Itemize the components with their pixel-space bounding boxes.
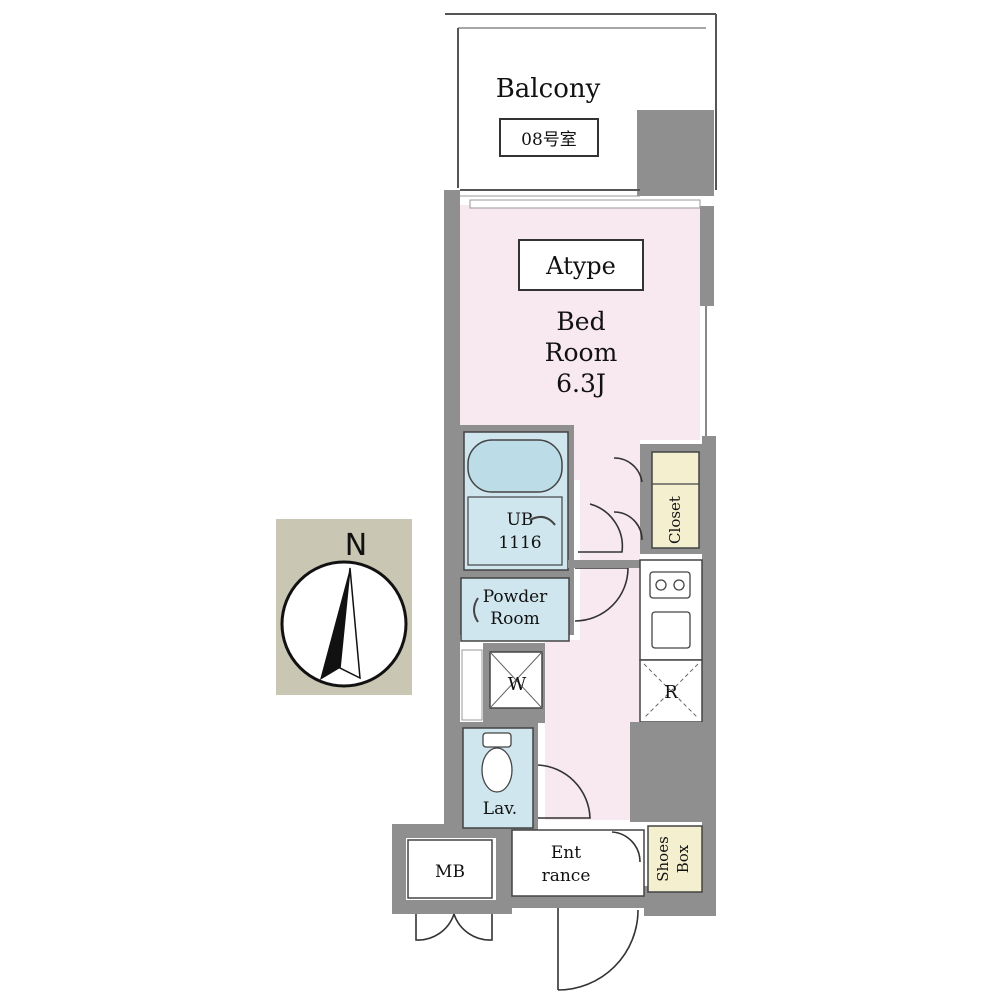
refrigerator-label: R [664,682,678,703]
entrance-label-2: rance [542,866,591,886]
meter-door-swing-2 [453,913,493,941]
bathtub-icon [467,439,563,493]
sink-icon [473,597,479,623]
entrance [511,829,645,897]
washer-cross-icon [489,651,543,709]
window-sash [469,199,701,209]
kitchen-wall-block [630,722,704,822]
entrance-label: Ent [551,843,581,863]
toilet-bowl-icon [481,747,513,793]
shower-area [467,496,563,566]
bath-size-label: 1116 [498,533,541,553]
closet [651,451,700,549]
compass-north-label: N [345,528,367,563]
partition-wall [568,560,640,568]
hall-floor-upper [570,440,640,480]
kitchen-sink-icon [651,611,691,649]
bedroom-size-label: 6.3J [556,369,606,398]
shoes-box-label: Shoes [654,836,672,882]
type-box [518,239,644,291]
powder-room-label-2: Room [490,609,539,629]
balcony-label: Balcony [496,74,601,104]
stove-icon [649,571,691,599]
powder-room [460,577,570,642]
balcony-wall-block [637,110,714,196]
room-number-label: 08号室 [521,130,577,150]
powder-room-label: Powder [483,587,548,607]
shoes-box [647,825,703,893]
bedroom-label: Bed [556,307,605,336]
bedroom-label-room: Room [545,338,618,367]
powder-door-swing [574,567,629,622]
meter-door-swing-1 [415,913,455,941]
shower-hose-icon [529,515,556,526]
toilet-tank-icon [482,732,512,748]
outer-walls [392,190,716,916]
hall-floor-lower [545,640,640,820]
closet-label: Closet [666,496,684,544]
lavatory-label: Lav. [483,799,517,819]
lavatory-door-swing [537,764,591,819]
meter-box-label: MB [435,862,465,882]
refrigerator-cross-icon [643,663,699,719]
compass [276,519,412,695]
washer-label: W [508,674,527,695]
bath-label: UB [507,510,534,530]
meter-box [407,839,493,899]
room-number-box [499,118,599,157]
north-arrow-icon [320,568,350,680]
shoes-box-door-swing [611,831,641,863]
bath-door-swing [578,503,624,553]
pipe-shaft [461,649,483,721]
unit-type-label: Atype [545,252,616,280]
entrance-door-swing [557,908,639,991]
closet-door-swing-1 [613,457,643,483]
shoes-box-label-2: Box [674,844,692,873]
closet-door-swing-2 [613,511,643,541]
balcony-area [445,13,717,197]
